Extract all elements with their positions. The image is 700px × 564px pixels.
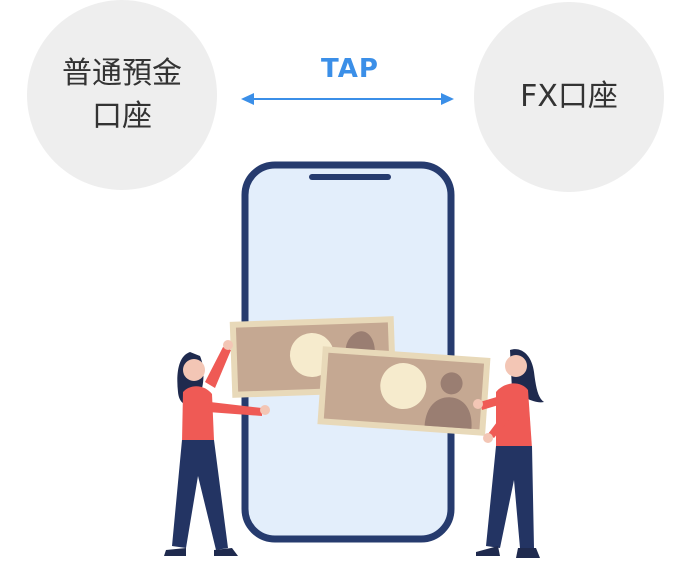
transfer-arrow-icon	[241, 93, 454, 105]
person-right-figure	[473, 349, 544, 558]
fx-account-circle[interactable]: FX口座	[474, 2, 664, 192]
tap-label: TAP	[321, 54, 379, 84]
savings-account-circle[interactable]: 普通預金 口座	[27, 0, 217, 190]
banknote-icon	[317, 346, 491, 436]
savings-account-label: 普通預金 口座	[62, 55, 182, 135]
person-left-figure	[164, 340, 270, 556]
fx-account-label: FX口座	[520, 79, 618, 115]
